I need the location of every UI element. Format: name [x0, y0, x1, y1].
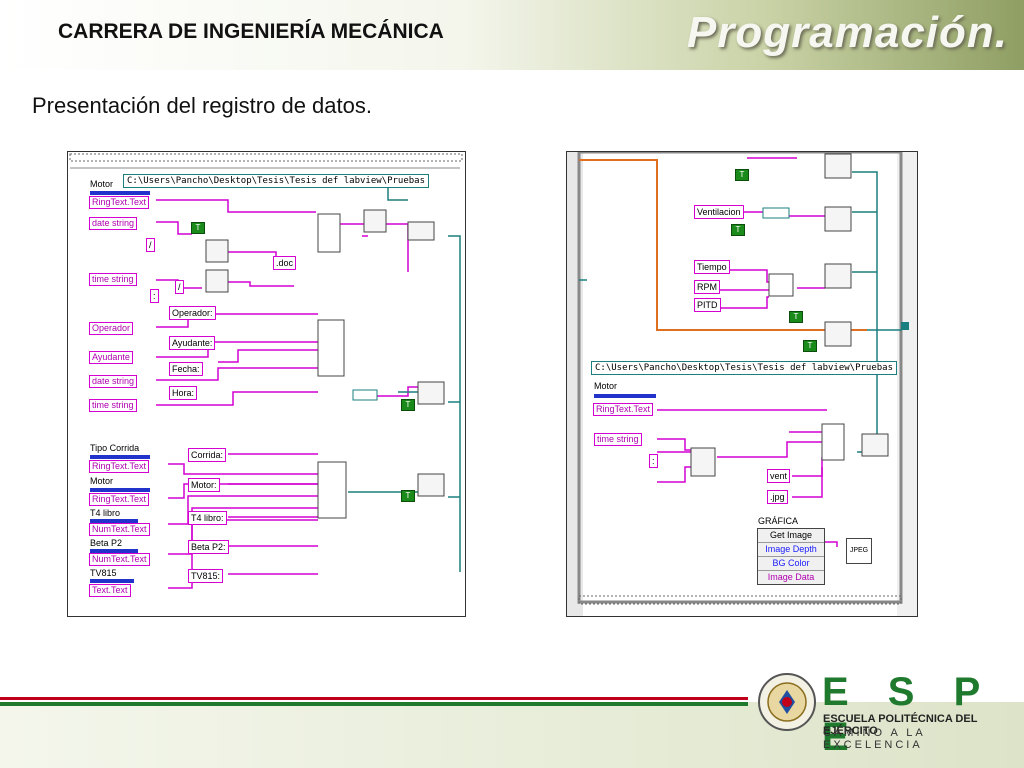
image-data-item: Image Data — [758, 570, 824, 584]
time-string-node-2: time string — [89, 399, 137, 412]
slash-constant-2: / — [175, 280, 184, 294]
slide-subtitle: Presentación del registro de datos. — [32, 93, 372, 118]
ring-bar — [90, 519, 138, 523]
tiempo-constant: Tiempo — [694, 260, 730, 274]
tv815-control: Text.Text — [89, 584, 131, 597]
colon-constant: : — [150, 289, 159, 303]
true-constant: T — [401, 399, 415, 411]
t4-libro-string-constant: T4 libro: — [188, 511, 227, 525]
rpm-constant: RPM — [694, 280, 720, 294]
slide-title: Programación. — [686, 8, 1008, 57]
motor-ringtext-control-right: RingText.Text — [593, 403, 654, 416]
ring-bar — [594, 394, 656, 398]
motor-group-control: RingText.Text — [89, 493, 150, 506]
ayudante-control: Ayudante — [89, 351, 133, 364]
ring-bar — [90, 488, 150, 492]
true-constant: T — [789, 311, 803, 323]
jpg-constant: .jpg — [767, 490, 788, 504]
right-block-diagram: T Ventilacion T Tiempo RPM PITD T T C:\U… — [566, 151, 918, 617]
ring-bar — [90, 549, 138, 553]
colon-constant-right: : — [649, 454, 658, 468]
true-constant: T — [803, 340, 817, 352]
true-constant: T — [731, 224, 745, 236]
grafica-property-node: Get Image Image Depth BG Color Image Dat… — [757, 528, 825, 585]
date-string-node-2: date string — [89, 375, 138, 388]
get-image-item: Get Image — [769, 530, 813, 540]
ventilacion-constant: Ventilacion — [694, 205, 744, 219]
time-string-node-right: time string — [594, 433, 642, 446]
university-seal-icon — [758, 673, 816, 731]
motor-label-right: Motor — [594, 381, 618, 391]
beta-p2-label: Beta P2 — [90, 538, 123, 548]
beta-p2-string-constant: Beta P2: — [188, 540, 229, 554]
bg-color-item: BG Color — [758, 556, 824, 570]
fecha-string-constant: Fecha: — [169, 362, 203, 376]
date-string-node: date string — [89, 217, 138, 230]
slash-constant-1: / — [146, 238, 155, 252]
vent-constant: vent — [767, 469, 791, 483]
hora-string-constant: Hora: — [169, 386, 198, 400]
ayudante-string-constant: Ayudante: — [169, 336, 216, 350]
bottom-band — [0, 702, 1024, 768]
t4-libro-control: NumText.Text — [89, 523, 150, 536]
t4-libro-label: T4 libro — [90, 508, 121, 518]
right-diagram-wires — [567, 152, 917, 616]
file-path-constant: C:\Users\Pancho\Desktop\Tesis\Tesis def … — [123, 174, 430, 188]
jpeg-write-icon: JPEG — [846, 538, 872, 564]
true-constant: T — [735, 169, 749, 181]
image-depth-item: Image Depth — [758, 542, 824, 556]
motor-label: Motor — [90, 179, 114, 189]
motor-group-label: Motor — [90, 476, 114, 486]
green-stripe — [0, 702, 748, 706]
motor-string-constant: Motor: — [188, 478, 220, 492]
ring-bar — [90, 455, 150, 459]
red-stripe — [0, 697, 748, 700]
espe-wordmark: E S P E — [822, 670, 994, 759]
ring-bar — [90, 579, 134, 583]
pitd-constant: PITD — [694, 298, 721, 312]
true-constant: T — [191, 222, 205, 234]
motor-ringtext-control: RingText.Text — [89, 196, 150, 209]
corrida-string-constant: Corrida: — [188, 448, 227, 462]
operador-string-constant: Operador: — [169, 306, 216, 320]
left-block-diagram: C:\Users\Pancho\Desktop\Tesis\Tesis def … — [67, 151, 466, 617]
tipo-corrida-control: RingText.Text — [89, 460, 150, 473]
doc-extension-constant: .doc — [273, 256, 297, 270]
tv815-label: TV815 — [90, 568, 117, 578]
tv815-string-constant: TV815: — [188, 569, 224, 583]
time-string-node: time string — [89, 273, 137, 286]
beta-p2-control: NumText.Text — [89, 553, 150, 566]
top-banner — [0, 0, 1024, 70]
operador-control: Operador — [89, 322, 134, 335]
left-diagram-wires — [69, 153, 463, 589]
true-constant: T — [401, 490, 415, 502]
grafica-label: GRÁFICA — [758, 516, 799, 526]
tipo-corrida-label: Tipo Corrida — [90, 443, 140, 453]
career-heading: CARRERA DE INGENIERÍA MECÁNICA — [58, 20, 444, 43]
motor-ring-bar — [90, 191, 150, 195]
file-path-constant-right: C:\Users\Pancho\Desktop\Tesis\Tesis def … — [591, 361, 898, 375]
logo-line-1: ESCUELA POLITÉCNICA DEL EJÉRCITO — [823, 713, 978, 737]
logo-line-2: CAMINO A LA EXCELENCIA — [823, 727, 926, 751]
